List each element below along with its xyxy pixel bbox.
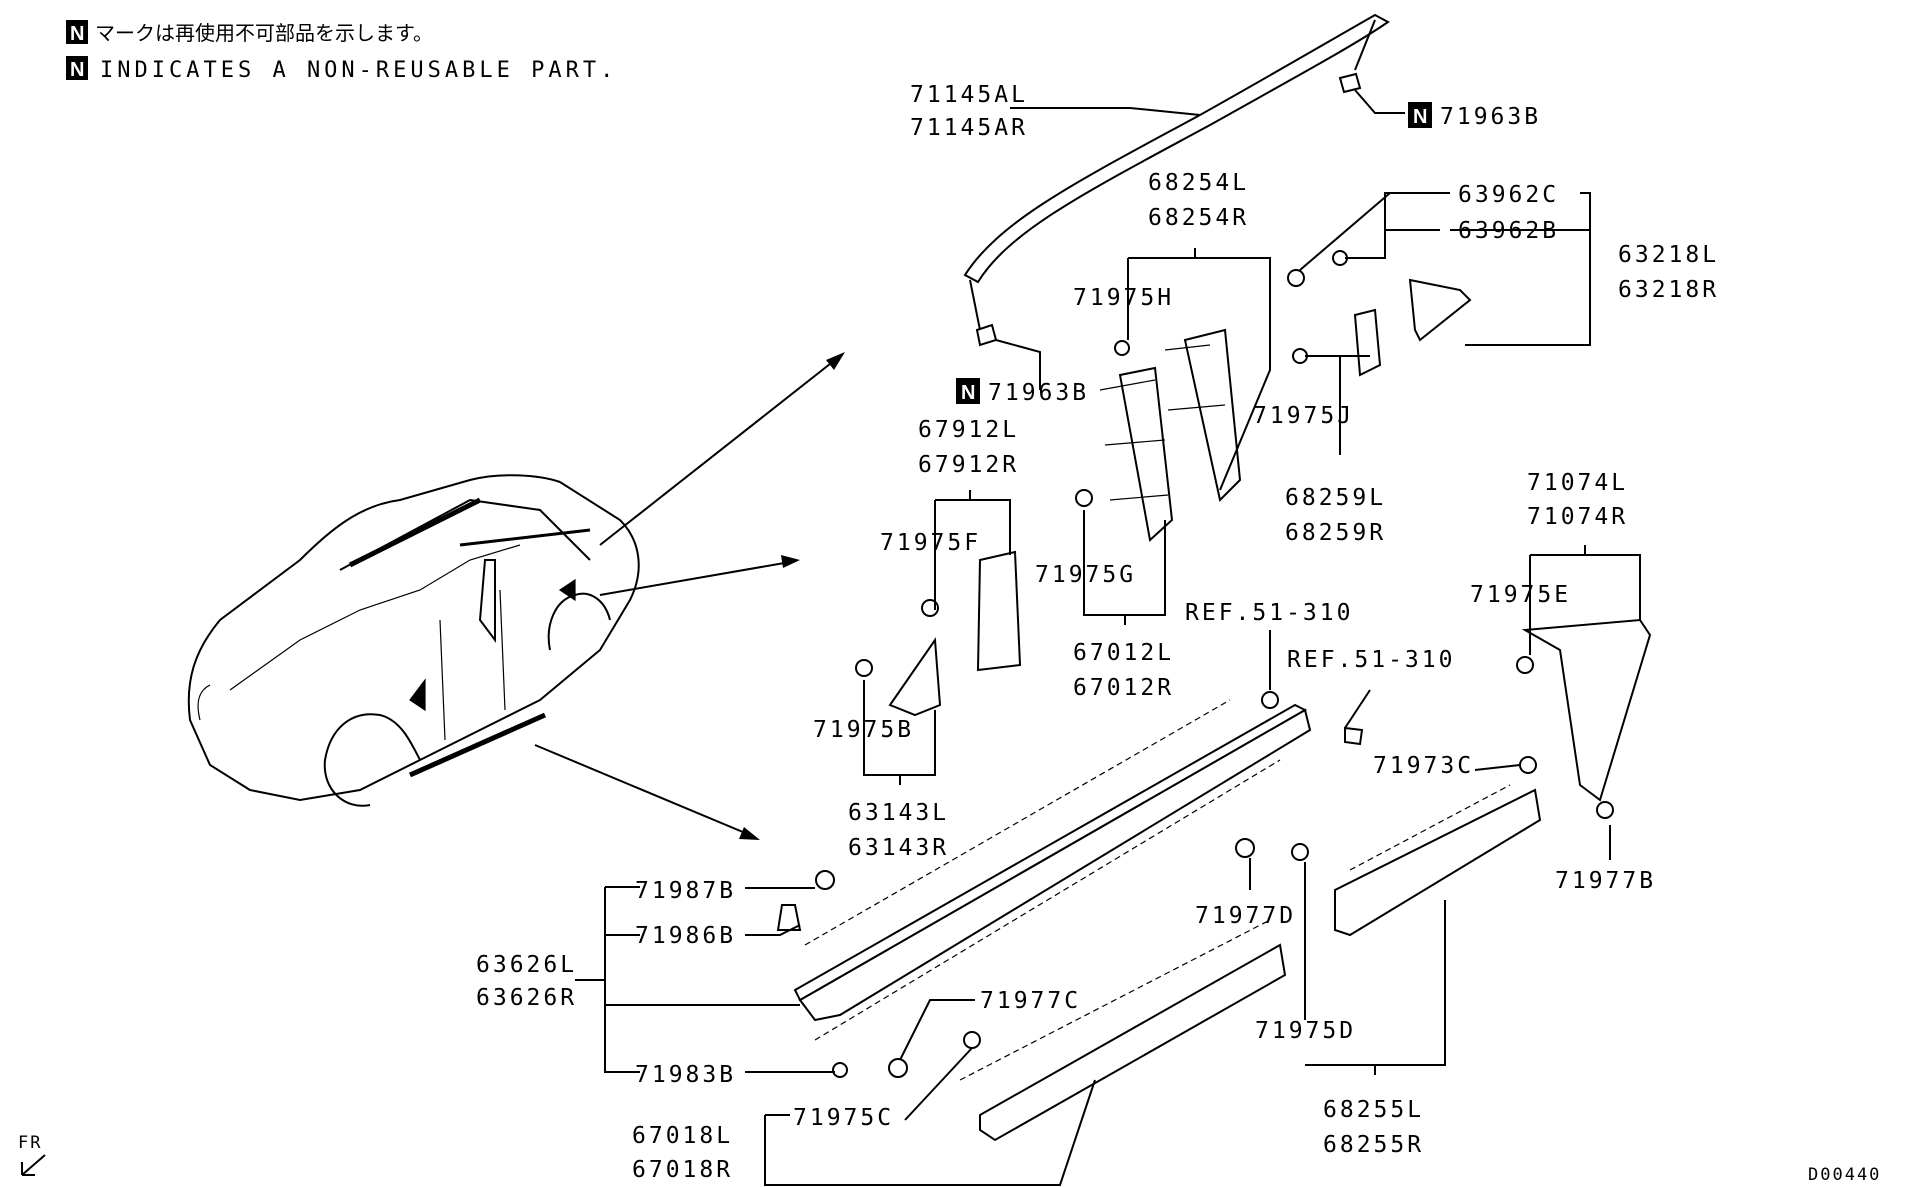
grommet-63962b-icon [1332,250,1348,266]
label-63218l: 63218L [1618,242,1719,268]
ref-clip-icon [1261,691,1279,709]
non-reusable-badge-icon [66,56,88,80]
label-68259l: 68259L [1285,485,1386,511]
label-63143r: 63143R [848,835,949,861]
label-71975g: 71975G [1035,562,1136,588]
label-63143l: 63143L [848,800,949,826]
label-71963b-top: 71963B [1440,104,1541,130]
car-illustration [187,474,640,807]
label-67912r: 67912R [918,452,1019,478]
front-direction-indicator: FR [18,1133,46,1176]
clip-71975b-icon [855,659,873,677]
label-ref-51-310-b: REF.51-310 [1287,647,1455,673]
label-71975f: 71975F [880,530,981,556]
clip-71975e-icon [1516,656,1534,674]
clip-71986b-icon [776,904,802,931]
notice-text-jp: マークは再使用不可部品を示します。 [95,21,433,45]
clip-71963b-icon [1338,72,1362,94]
label-67018r: 67018R [632,1157,733,1183]
label-71975e: 71975E [1470,582,1571,608]
label-71975b: 71975B [813,717,914,743]
label-71973c: 71973C [1373,753,1474,779]
label-ref-51-310-a: REF.51-310 [1185,600,1353,626]
clip-71975c-icon [963,1031,981,1049]
label-68255r: 68255R [1323,1132,1424,1158]
screw-71977c-icon [888,1058,908,1078]
roof-molding-part [963,13,1390,347]
screw-71977b-icon [1596,801,1614,819]
label-71977b: 71977B [1555,868,1656,894]
label-67012r: 67012R [1073,675,1174,701]
label-71074r: 71074R [1527,504,1628,530]
label-67912l: 67912L [918,417,1019,443]
label-67018l: 67018L [632,1123,733,1149]
label-68254r: 68254R [1148,205,1249,231]
label-71145ar: 71145AR [910,115,1028,141]
non-reusable-badge-icon [66,20,88,44]
screw-71977d-icon [1235,838,1255,858]
clip-71973c-icon [1519,756,1537,774]
label-71986b: 71986B [635,923,736,949]
label-71975c: 71975C [793,1105,894,1131]
fastener-71987b-icon [815,870,835,890]
clip-71975g-icon [1075,489,1093,507]
label-71975j: 71975J [1253,403,1354,429]
svg-text:N: N [70,59,84,81]
svg-text:N: N [1413,106,1427,128]
leader-lines [575,89,1641,1186]
label-71975h: 71975H [1073,285,1174,311]
label-63626l: 63626L [476,952,577,978]
clip-71975d-icon [1291,843,1309,861]
front-arrow-icon [21,1154,46,1176]
label-63626r: 63626R [476,985,577,1011]
ref-clip-icon [1344,726,1364,746]
label-71983b: 71983B [635,1062,736,1088]
label-71977c: 71977C [980,988,1081,1014]
non-reusable-badge-icon [956,378,980,404]
label-63218r: 63218R [1618,277,1719,303]
label-63962b: 63962B [1458,218,1559,244]
label-71963b-mid: 71963B [988,380,1089,406]
non-reusable-badge-icon [1408,102,1432,128]
label-71977d: 71977D [1195,903,1296,929]
front-label: FR [18,1133,42,1153]
pillar-parts [855,250,1652,819]
label-68255l: 68255L [1323,1097,1424,1123]
diagram-id: D00440 [1808,1165,1881,1185]
label-71074l: 71074L [1527,470,1628,496]
label-67012l: 67012L [1073,640,1174,666]
grommet-63962c-icon [1287,269,1305,287]
label-71145al: 71145AL [910,82,1028,108]
clip-71975h-icon [1114,340,1130,356]
screw-71983b-icon [832,1062,848,1078]
side-sill-parts [776,699,1542,1142]
label-68259r: 68259R [1285,520,1386,546]
clip-71963b-icon [975,323,998,347]
label-63962c: 63962C [1458,182,1559,208]
callout-arrows [534,352,845,840]
clip-71975j-icon [1292,348,1308,364]
label-71987b: 71987B [635,878,736,904]
label-71975d: 71975D [1255,1018,1356,1044]
svg-text:N: N [961,382,975,404]
notice-header: N マークは再使用不可部品を示します。 N INDICATES A NON-RE… [66,20,617,83]
svg-text:N: N [70,23,84,45]
label-68254l: 68254L [1148,170,1249,196]
part-labels: 71145AL 71145AR 71963B 68254L 68254R 639… [476,82,1719,1183]
notice-text-en: INDICATES A NON-REUSABLE PART. [100,58,617,83]
